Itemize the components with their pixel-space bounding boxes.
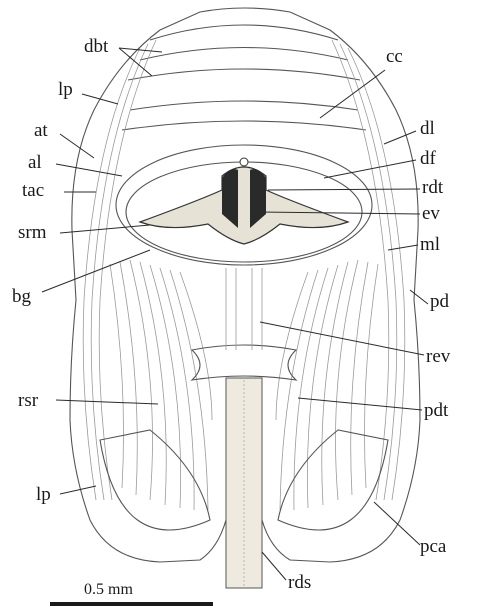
label-pd: pd	[430, 291, 450, 312]
label-pdt: pdt	[424, 400, 449, 421]
label-ml: ml	[420, 234, 440, 255]
cross-junction	[192, 268, 296, 380]
label-dl: dl	[420, 118, 435, 139]
central-organ	[140, 158, 348, 244]
scale-bar-label: 0.5 mm	[84, 581, 133, 598]
scale-bar-line	[50, 602, 213, 606]
label-lp-top: lp	[58, 79, 73, 100]
label-df: df	[420, 148, 437, 169]
label-rdt: rdt	[422, 177, 444, 198]
label-rev: rev	[426, 346, 451, 367]
label-cc: cc	[386, 46, 403, 67]
label-at: at	[34, 120, 48, 141]
label-al: al	[28, 152, 42, 173]
label-pca: pca	[420, 536, 447, 557]
scale-bar: 0.5 mm	[50, 581, 213, 606]
label-srm: srm	[18, 222, 47, 243]
label-dbt: dbt	[84, 36, 109, 57]
label-tac: tac	[22, 180, 44, 201]
label-rsr: rsr	[18, 390, 39, 411]
label-ev: ev	[422, 203, 440, 224]
central-stalk	[226, 378, 262, 588]
label-lp-bottom: lp	[36, 484, 51, 505]
label-rds: rds	[288, 572, 311, 593]
cranial-cap	[122, 25, 366, 130]
label-bg: bg	[12, 286, 32, 307]
